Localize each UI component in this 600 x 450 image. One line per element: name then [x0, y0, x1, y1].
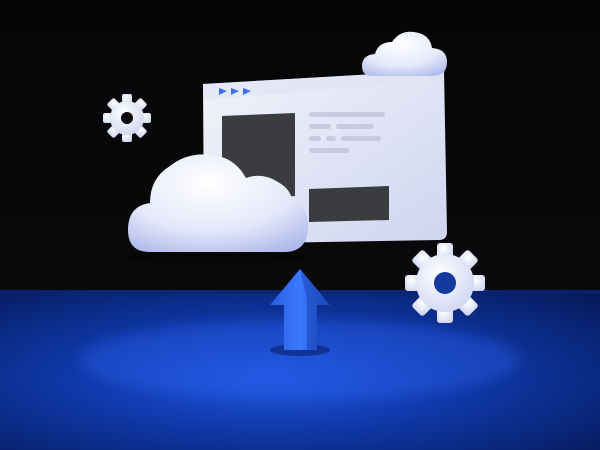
floor-glow	[80, 320, 520, 400]
window-dot	[231, 88, 239, 95]
text-line	[309, 124, 331, 129]
cloud-shadow	[125, 252, 305, 264]
upload-arrow-icon	[270, 269, 330, 356]
gear-icon	[103, 94, 151, 142]
text-line	[309, 112, 385, 117]
window-dot	[219, 88, 227, 95]
content-placeholder	[309, 186, 389, 222]
text-line	[326, 136, 336, 141]
text-line	[309, 136, 321, 141]
cloud-icon	[362, 31, 447, 76]
text-line	[341, 136, 381, 141]
text-line	[336, 124, 374, 129]
gear-icon	[405, 243, 485, 323]
text-line	[309, 148, 349, 153]
cloud-icon	[125, 154, 308, 264]
window-dot	[243, 88, 251, 95]
